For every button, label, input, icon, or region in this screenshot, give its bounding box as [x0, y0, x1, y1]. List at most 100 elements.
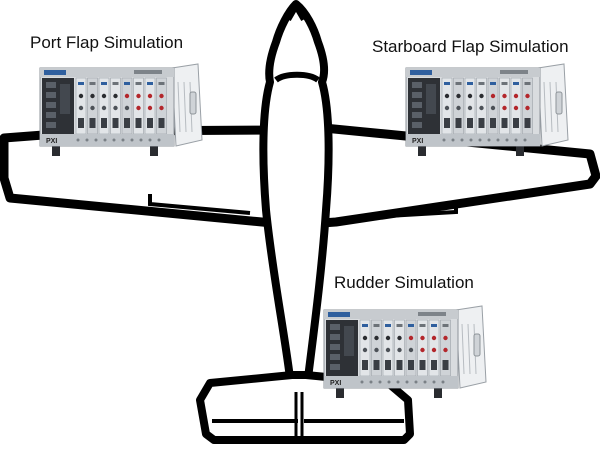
module-indicator — [147, 82, 153, 85]
side-handle — [473, 333, 481, 357]
controller-slot — [426, 84, 436, 114]
controller-slot — [60, 84, 70, 114]
module-indicator — [396, 324, 403, 327]
module-connector — [362, 335, 368, 341]
chassis-badge: PXI — [412, 138, 423, 145]
module-port — [147, 118, 153, 128]
chassis-foot — [52, 144, 60, 156]
module-port — [408, 360, 414, 370]
nose-cone — [287, 4, 305, 22]
module-indicator — [89, 82, 96, 85]
chassis-top-strip — [324, 310, 458, 319]
module-connector — [444, 93, 450, 99]
module-port — [490, 118, 496, 128]
controller-port — [330, 364, 340, 370]
module-connector — [408, 335, 414, 341]
module-connector — [159, 93, 164, 99]
module-port — [89, 118, 96, 128]
module-port — [373, 360, 380, 370]
chassis-foot — [516, 144, 524, 156]
module-port — [158, 118, 165, 128]
side-handle — [189, 91, 197, 115]
module-port — [124, 118, 130, 128]
module-connector — [397, 335, 402, 341]
module-connector — [101, 93, 107, 99]
module-connector — [113, 105, 118, 111]
led-dot — [441, 380, 445, 384]
chassis-foot — [418, 144, 426, 156]
module-port — [431, 360, 437, 370]
model-plate — [134, 70, 162, 74]
module-indicator — [135, 82, 142, 85]
chassis-side-panel — [455, 305, 487, 389]
module-port — [396, 360, 403, 370]
module-connector — [479, 93, 484, 99]
module-port — [478, 118, 485, 128]
module-port — [419, 360, 426, 370]
controller-port — [46, 82, 56, 88]
module-indicator — [385, 324, 391, 327]
brand-logo — [44, 70, 66, 75]
led-dot — [496, 138, 500, 142]
module-connector — [90, 105, 95, 111]
brand-logo — [328, 312, 350, 317]
controller-port — [46, 122, 56, 128]
chassis-badge: PXI — [330, 380, 341, 387]
model-plate — [418, 312, 446, 316]
module-connector — [467, 105, 473, 111]
module-connector — [479, 105, 484, 111]
module-indicator — [158, 82, 165, 85]
module-port — [112, 118, 119, 128]
led-dot — [451, 138, 455, 142]
module-connector — [374, 347, 379, 353]
controller-port — [412, 82, 422, 88]
controller-port — [330, 354, 340, 360]
led-dot — [387, 380, 391, 384]
port-flap-label: Port Flap Simulation — [30, 33, 184, 52]
module-connector — [420, 335, 425, 341]
module-connector — [124, 93, 130, 99]
module-connector — [431, 335, 437, 341]
controller-port — [330, 334, 340, 340]
module-connector — [456, 105, 461, 111]
side-vent-line — [543, 81, 547, 133]
controller-port — [330, 344, 340, 350]
module-connector — [502, 93, 507, 99]
controller-port — [46, 102, 56, 108]
led-dot — [396, 380, 400, 384]
module-port — [444, 118, 450, 128]
led-dot — [148, 138, 152, 142]
led-dot — [523, 138, 527, 142]
chassis-side-panel — [537, 63, 569, 147]
module-connector — [490, 105, 496, 111]
module-connector — [525, 105, 530, 111]
rudder-label: Rudder Simulation — [334, 273, 474, 292]
module-connector — [78, 105, 84, 111]
led-dot — [405, 380, 409, 384]
side-vent-line — [177, 81, 181, 133]
module-connector — [78, 93, 84, 99]
led-dot — [478, 138, 482, 142]
module-port — [455, 118, 462, 128]
led-dot — [423, 380, 427, 384]
module-connector — [374, 335, 379, 341]
module-port — [467, 118, 473, 128]
module-indicator — [419, 324, 426, 327]
module-port — [385, 360, 391, 370]
chassis-foot — [336, 386, 344, 398]
module-connector — [490, 93, 496, 99]
module-connector — [513, 93, 519, 99]
module-connector — [385, 335, 391, 341]
module-connector — [444, 105, 450, 111]
brand-logo — [410, 70, 432, 75]
led-dot — [94, 138, 98, 142]
tailplane — [196, 371, 414, 444]
led-dot — [360, 380, 364, 384]
module-indicator — [444, 82, 450, 85]
chassis-top-strip — [406, 68, 540, 77]
cockpit-window — [274, 71, 320, 83]
module-indicator — [362, 324, 368, 327]
rudder-cutline — [294, 392, 304, 440]
led-dot — [505, 138, 509, 142]
led-dot — [76, 138, 80, 142]
